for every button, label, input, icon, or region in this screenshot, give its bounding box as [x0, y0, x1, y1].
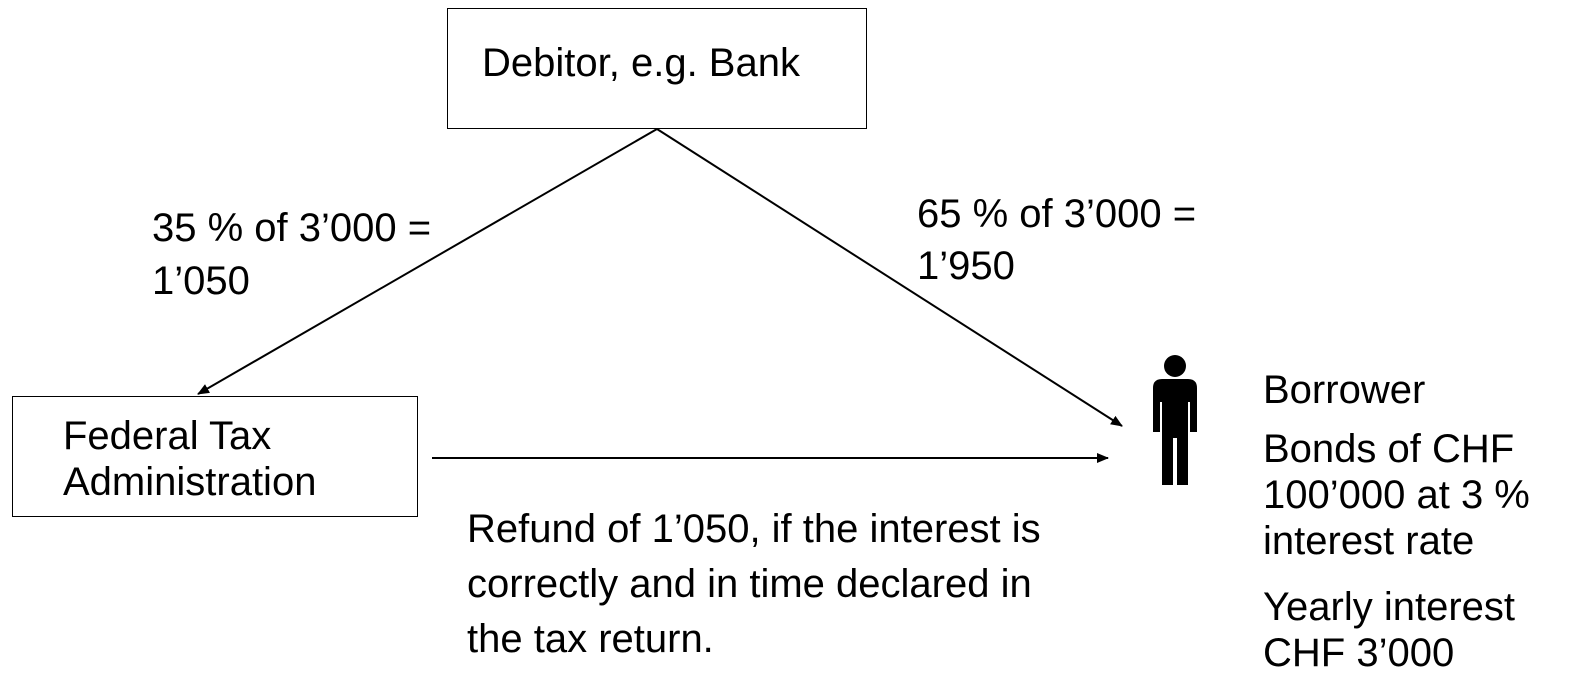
bonds-info-line3: interest rate [1263, 519, 1475, 563]
borrower-share-label-line1: 65 % of 3’000 = [917, 192, 1197, 236]
borrower-share-label-line2: 1’950 [917, 244, 1015, 288]
yearly-interest-line1: Yearly interest [1263, 585, 1515, 629]
refund-note: Refund of 1’050, if the interest is corr… [467, 502, 1041, 667]
fta-label-line2: Administration [63, 460, 317, 504]
person-icon [1153, 355, 1197, 485]
fta-label: Federal Tax Administration [63, 413, 316, 505]
refund-note-line3: the tax return. [467, 617, 714, 661]
refund-note-line1: Refund of 1’050, if the interest is [467, 507, 1041, 551]
debitor-label: Debitor, e.g. Bank [482, 41, 800, 85]
bonds-info: Bonds of CHF 100’000 at 3 % interest rat… [1263, 426, 1530, 564]
yearly-interest-info: Yearly interest CHF 3’000 [1263, 584, 1515, 676]
fta-label-line1: Federal Tax [63, 414, 272, 458]
arrow-bank-to-borrower [656, 128, 1123, 427]
refund-note-line2: correctly and in time declared in [467, 562, 1032, 606]
bonds-info-line1: Bonds of CHF [1263, 427, 1515, 471]
fta-share-label-line1: 35 % of 3’000 = [152, 206, 432, 250]
fta-share-label-line2: 1’050 [152, 259, 250, 303]
bonds-info-line2: 100’000 at 3 % [1263, 473, 1530, 517]
yearly-interest-line2: CHF 3’000 [1263, 631, 1455, 675]
arrow-bank-to-fta [197, 128, 658, 395]
borrower-label: Borrower [1263, 368, 1426, 412]
federal-tax-administration-box: Federal Tax Administration [12, 396, 418, 517]
debitor-box: Debitor, e.g. Bank [447, 8, 867, 129]
